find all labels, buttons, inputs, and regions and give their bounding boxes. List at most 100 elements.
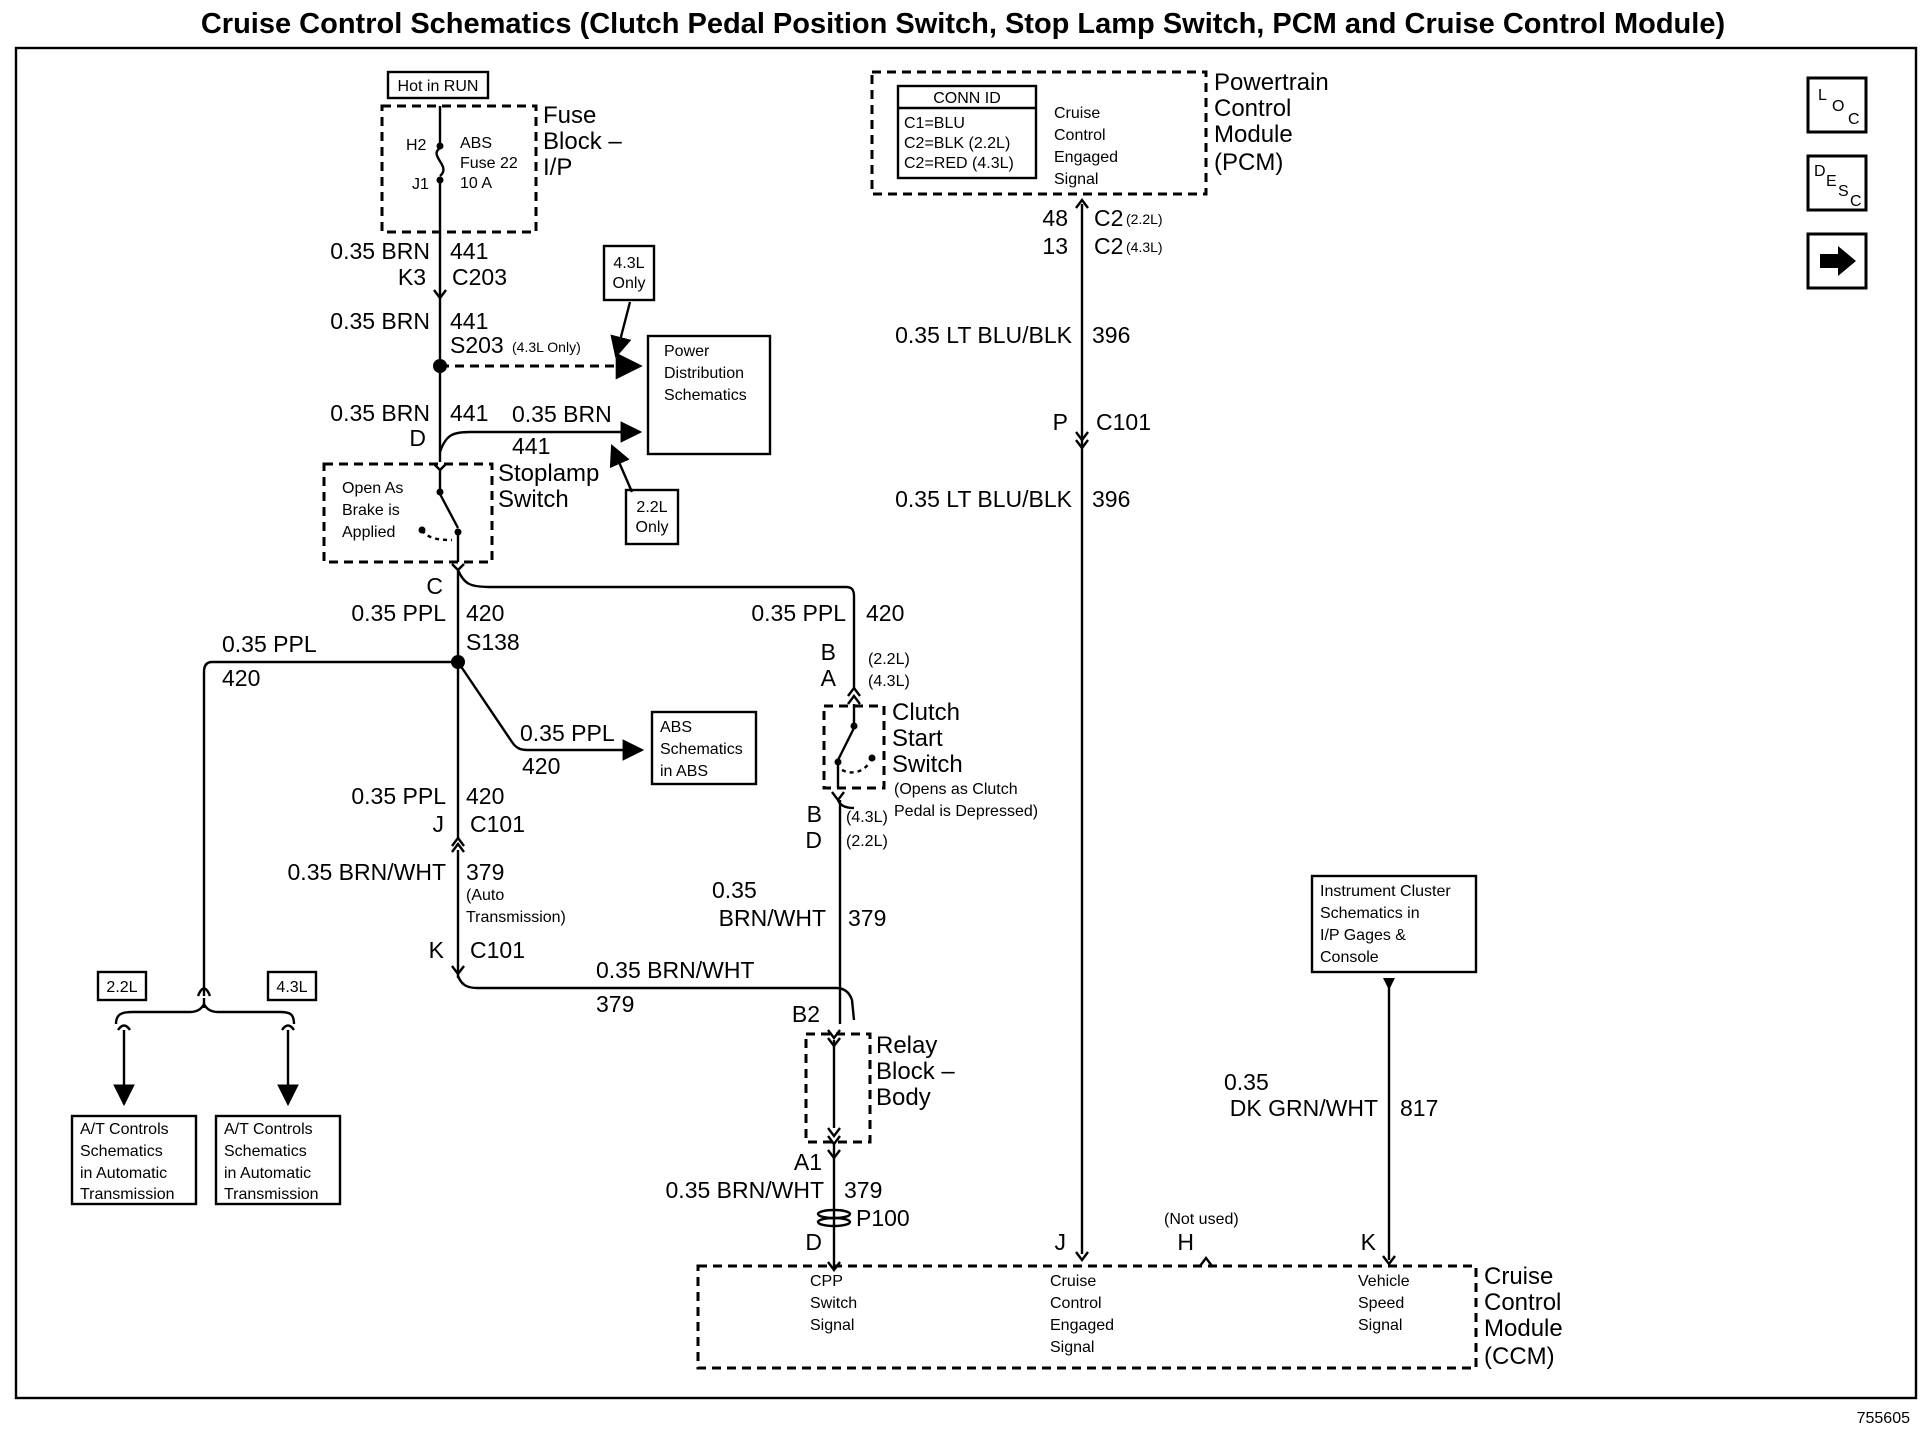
auto-transmission-note-1: (Auto xyxy=(466,887,504,904)
clutch-pin-a: A xyxy=(821,665,837,691)
connector-c101-b: C101 xyxy=(470,937,525,963)
clutch-switch-symbol xyxy=(831,686,876,810)
svg-text:ABS: ABS xyxy=(660,719,692,736)
relay-block-name-1: Relay xyxy=(876,1032,937,1059)
wire-420-j-circuit: 420 xyxy=(466,783,504,809)
svg-text:C: C xyxy=(1848,111,1860,128)
connector-p100-symbol xyxy=(816,1208,852,1228)
svg-text:Hot in RUN: Hot in RUN xyxy=(398,78,479,95)
connector-c203: C203 xyxy=(452,264,507,290)
connector-c101-pcm-symbol xyxy=(1075,431,1089,450)
fuse-block-name-3: I/P xyxy=(543,154,572,181)
pcm-connector-symbol xyxy=(1075,198,1089,209)
ccm-cce-4: Signal xyxy=(1050,1339,1094,1356)
badge-43l: 4.3L xyxy=(266,970,318,1002)
wire-441-gauge-2: 0.35 BRN xyxy=(330,308,430,334)
pcm-c2-43l-note: (4.3L) xyxy=(1126,239,1163,255)
power-distribution-box[interactable]: Power Distribution Schematics xyxy=(646,334,772,456)
badge-22l: 2.2L xyxy=(96,970,148,1002)
wire-at-22l xyxy=(118,1024,130,1105)
svg-text:A/T Controls: A/T Controls xyxy=(80,1121,169,1138)
svg-text:Transmission: Transmission xyxy=(224,1186,319,1203)
wire-420-to-abs xyxy=(457,661,645,761)
stoplamp-switch-name-2: Switch xyxy=(498,486,569,513)
svg-text:C2=RED (4.3L): C2=RED (4.3L) xyxy=(904,155,1014,172)
at-controls-box-43l[interactable]: A/T Controls Schematics in Automatic Tra… xyxy=(214,1114,342,1206)
note-22l-only: 2.2L Only xyxy=(624,488,680,546)
clutch-pin-b: B xyxy=(821,639,836,665)
clutch-pin-d-note: (2.2L) xyxy=(846,833,888,850)
note-43l-only: 4.3L Only xyxy=(602,244,656,302)
bracket-symbol xyxy=(114,1001,296,1025)
wire-817-gauge-2: DK GRN/WHT xyxy=(1230,1095,1378,1121)
fuse-block-name-2: Block – xyxy=(543,128,622,155)
clutch-pin-d: D xyxy=(805,827,822,853)
svg-text:Only: Only xyxy=(636,519,669,536)
clutch-switch-name-3: Switch xyxy=(892,751,963,778)
fuse-label-2: Fuse 22 xyxy=(460,155,518,172)
clutch-pin-b2-note: (4.3L) xyxy=(846,809,888,826)
connector-c101-b-symbol xyxy=(451,965,465,976)
loc-icon[interactable]: LOC xyxy=(1806,76,1868,134)
fuse-block-name-1: Fuse xyxy=(543,102,596,129)
ccm-pin-h-symbol xyxy=(1199,1256,1213,1267)
svg-text:O: O xyxy=(1832,98,1844,115)
pcm-name-1: Powertrain xyxy=(1214,69,1329,96)
pcm-c2-43l: C2 xyxy=(1094,233,1123,259)
note-22l-pointer xyxy=(609,444,634,493)
fuse-label-1: ABS xyxy=(460,135,492,152)
ccm-name-4: (CCM) xyxy=(1484,1343,1555,1370)
pcm-name-3: Module xyxy=(1214,121,1293,148)
svg-text:Power: Power xyxy=(664,343,710,360)
ccm-vss-1: Vehicle xyxy=(1358,1273,1410,1290)
wire-420-top-right-gauge: 0.35 PPL xyxy=(751,600,846,626)
wire-420-to-clutch xyxy=(456,569,856,690)
wire-379-clutch-gauge-2: BRN/WHT xyxy=(719,905,826,931)
svg-text:S: S xyxy=(1838,183,1849,200)
svg-text:Schematics: Schematics xyxy=(80,1143,163,1160)
wire-441-branch xyxy=(438,421,643,453)
wire-379-clutch-circuit: 379 xyxy=(848,905,886,931)
svg-text:I/P Gages &: I/P Gages & xyxy=(1320,927,1406,944)
at-controls-box-22l[interactable]: A/T Controls Schematics in Automatic Tra… xyxy=(70,1114,198,1206)
relay-pin-a1: A1 xyxy=(794,1149,822,1175)
fuse-pin-j1: J1 xyxy=(412,176,429,193)
pcm-signal-2: Control xyxy=(1054,127,1106,144)
relay-block-symbol xyxy=(827,1029,841,1146)
clutch-pin-a-note: (4.3L) xyxy=(868,673,910,690)
wire-396-circuit-1: 396 xyxy=(1092,322,1130,348)
pcm-signal-4: Signal xyxy=(1054,171,1098,188)
wire-441-gauge-1: 0.35 BRN xyxy=(330,238,430,264)
ccm-cce-2: Control xyxy=(1050,1295,1102,1312)
svg-text:C2=BLK (2.2L): C2=BLK (2.2L) xyxy=(904,135,1010,152)
fuse-symbol xyxy=(435,106,445,184)
abs-schematics-box[interactable]: ABS Schematics in ABS xyxy=(650,710,758,786)
svg-text:4.3L: 4.3L xyxy=(613,255,644,272)
connector-c203-symbol xyxy=(433,289,447,300)
clutch-switch-note-2: Pedal is Depressed) xyxy=(894,803,1038,820)
svg-text:D: D xyxy=(1814,163,1826,180)
ccm-name-1: Cruise xyxy=(1484,1263,1553,1290)
relay-block-name-3: Body xyxy=(876,1084,931,1111)
instrument-cluster-box[interactable]: Instrument Cluster Schematics in I/P Gag… xyxy=(1310,874,1478,974)
wire-420-top-right-circuit: 420 xyxy=(866,600,904,626)
svg-text:Schematics in: Schematics in xyxy=(1320,905,1420,922)
next-arrow-icon[interactable] xyxy=(1806,232,1868,290)
wire-396-circuit-2: 396 xyxy=(1092,486,1130,512)
note-43l-pointer xyxy=(610,301,632,359)
relay-block-outline xyxy=(804,1032,872,1144)
wire-441-circuit-1: 441 xyxy=(450,238,488,264)
svg-text:Instrument Cluster: Instrument Cluster xyxy=(1320,883,1451,900)
svg-text:CONN ID: CONN ID xyxy=(933,90,1001,107)
clutch-pin-b-note: (2.2L) xyxy=(868,651,910,668)
svg-text:in ABS: in ABS xyxy=(660,763,708,780)
connector-d-stoplamp: D xyxy=(409,425,426,451)
wire-817-circuit: 817 xyxy=(1400,1095,1438,1121)
pcm-name-2: Control xyxy=(1214,95,1291,122)
wire-420-left-gauge: 0.35 PPL xyxy=(222,631,317,657)
wire-420-left-circuit: 420 xyxy=(222,665,260,691)
wire-817-gauge-1: 0.35 xyxy=(1224,1069,1269,1095)
svg-text:Schematics: Schematics xyxy=(664,387,747,404)
connector-k-c101: K xyxy=(429,937,445,963)
